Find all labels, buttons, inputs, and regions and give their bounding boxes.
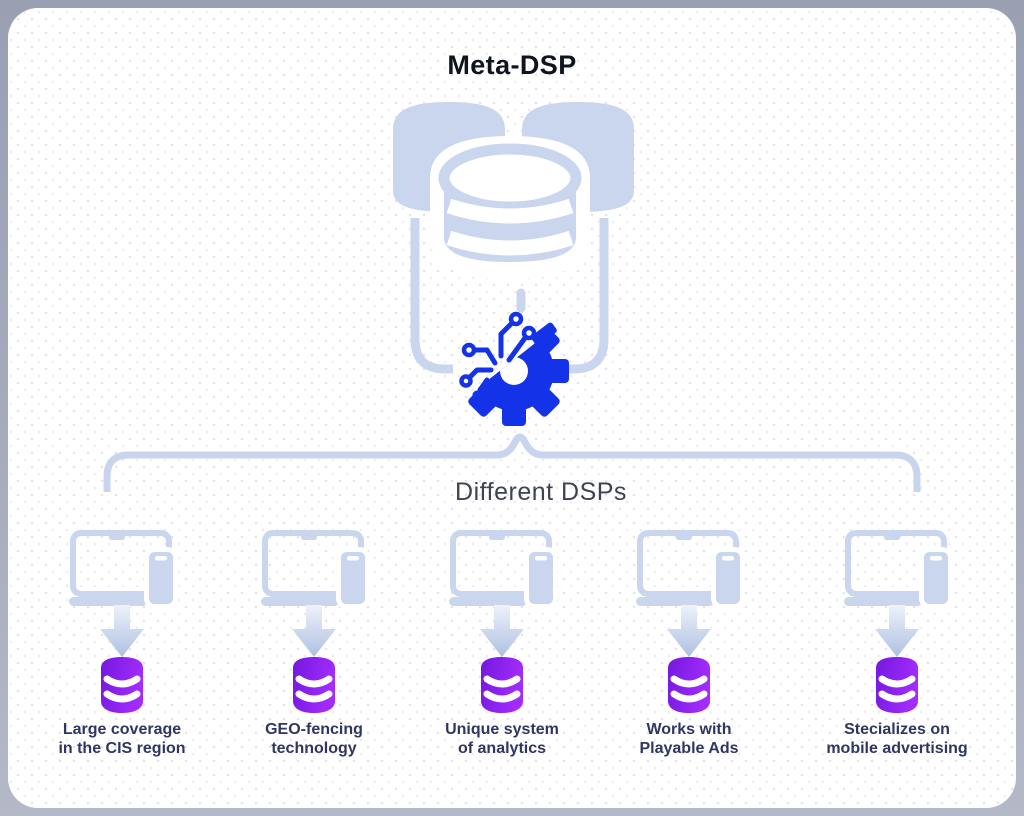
dsp-label: Stecializes on mobile advertising: [826, 720, 967, 758]
dsp-label-line2: mobile advertising: [826, 740, 968, 757]
diagram-card: Meta-DSP: [8, 8, 1016, 808]
dsp-label: Large coverage in the CIS region: [58, 720, 185, 758]
dsp-label: Works with Playable Ads: [639, 720, 738, 758]
laptop-and-phone-icon: [844, 530, 952, 608]
dsp-label-line1: Works with: [646, 721, 732, 738]
database-icon: [101, 657, 143, 713]
dsp-column-4: Works with Playable Ads: [594, 530, 784, 758]
dsp-column-2: GEO-fencing technology: [219, 530, 409, 758]
dsp-column-1: Large coverage in the CIS region: [27, 530, 217, 758]
down-arrow-icon: [875, 605, 919, 657]
database-icon: [876, 657, 918, 713]
laptop-and-phone-icon: [449, 530, 557, 608]
group-label: Different DSPs: [455, 478, 627, 506]
brace-connector: [103, 433, 921, 492]
down-arrow-icon: [292, 605, 336, 657]
down-arrow-icon: [480, 605, 524, 657]
dsp-label-line1: GEO-fencing: [265, 721, 363, 738]
down-arrow-icon: [667, 605, 711, 657]
dsp-label: GEO-fencing technology: [265, 720, 363, 758]
meta-dsp-hero-graphic: [393, 102, 634, 426]
dsp-label-line2: of analytics: [457, 740, 547, 757]
diagram-title: Meta-DSP: [447, 50, 577, 80]
dsp-label-line1: Stecializes on: [844, 721, 950, 738]
database-icon: [293, 657, 335, 713]
laptop-and-phone-icon: [636, 530, 744, 608]
down-arrow-icon: [100, 605, 144, 657]
front-database-icon: [430, 135, 590, 280]
dsp-label-line1: Unique system: [445, 721, 559, 738]
funnel-bracket: [410, 218, 609, 374]
dsp-label-line1: Large coverage: [62, 721, 182, 738]
dsp-column-3: Unique system of analytics: [407, 530, 597, 758]
database-icon: [481, 657, 523, 713]
laptop-and-phone-icon: [69, 530, 177, 608]
dsp-label-line2: technology: [271, 740, 357, 757]
laptop-and-phone-icon: [261, 530, 369, 608]
dsp-label-line2: in the CIS region: [58, 740, 186, 757]
database-icon: [668, 657, 710, 713]
circuit-gear-icon: [459, 311, 569, 426]
dsp-column-5: Stecializes on mobile advertising: [802, 530, 992, 758]
dsp-label: Unique system of analytics: [445, 720, 559, 758]
dsp-label-line2: Playable Ads: [639, 740, 739, 757]
